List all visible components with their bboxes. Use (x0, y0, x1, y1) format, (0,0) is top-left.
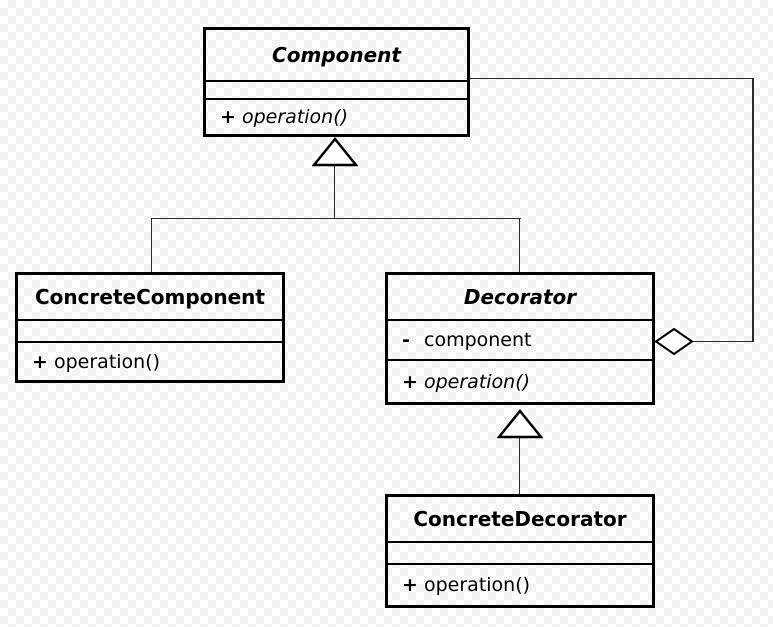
class-box-concrete-component[interactable]: ConcreteComponent + operation() (15, 272, 285, 383)
class-title-concrete-decorator: ConcreteDecorator (413, 507, 627, 531)
generalization-junction-bar (151, 218, 521, 219)
operation-visibility: + (402, 370, 418, 393)
class-attributes-compartment-concrete-decorator (388, 543, 652, 565)
class-name-compartment-decorator: Decorator (388, 275, 652, 321)
operation-name: operation() (54, 350, 161, 373)
class-operations-compartment-component: + operation() (206, 100, 467, 134)
generalization-stem-component (334, 160, 335, 219)
operation-name: operation() (424, 574, 531, 596)
operation-visibility: + (402, 574, 418, 596)
hollow-diamond-icon-aggregation (654, 327, 694, 356)
generalization-branch-decorator (519, 218, 520, 274)
class-operations-compartment-concrete-component: + operation() (18, 343, 282, 380)
operation-row: + operation() (402, 574, 530, 596)
aggregation-segment-vertical (752, 78, 754, 342)
class-box-concrete-decorator[interactable]: ConcreteDecorator + operation() (385, 494, 655, 608)
class-title-component: Component (272, 43, 401, 67)
operation-visibility: + (32, 350, 48, 373)
class-operations-compartment-concrete-decorator: + operation() (388, 565, 652, 605)
class-name-compartment-concrete-component: ConcreteComponent (18, 275, 282, 321)
operation-row: + operation() (32, 351, 160, 373)
hollow-triangle-icon-decorator (497, 409, 543, 439)
class-title-decorator: Decorator (463, 285, 577, 309)
generalization-branch-concrete-component (151, 218, 152, 274)
aggregation-segment-horizontal-bottom (690, 341, 754, 342)
operation-name: operation() (242, 106, 349, 128)
generalization-stem-concrete-decorator (519, 432, 520, 495)
class-title-concrete-component: ConcreteComponent (35, 285, 265, 309)
operation-visibility: + (220, 106, 236, 128)
hollow-triangle-icon-component (312, 137, 358, 167)
class-operations-compartment-decorator: + operation() (388, 361, 652, 402)
class-box-component[interactable]: Component + operation() (203, 27, 470, 137)
aggregation-segment-horizontal-top (470, 78, 754, 79)
attribute-name: component (424, 329, 532, 351)
operation-name: operation() (424, 370, 531, 393)
class-attributes-compartment-decorator: - component (388, 321, 652, 361)
class-name-compartment-component: Component (206, 30, 467, 82)
class-attributes-compartment-component (206, 82, 467, 100)
attribute-visibility: - (402, 329, 410, 351)
class-attributes-compartment-concrete-component (18, 321, 282, 343)
attribute-row: - component (402, 329, 532, 351)
class-name-compartment-concrete-decorator: ConcreteDecorator (388, 497, 652, 543)
class-box-decorator[interactable]: Decorator - component + operation() (385, 272, 655, 405)
operation-row: + operation() (220, 106, 348, 128)
operation-row: + operation() (402, 371, 530, 393)
